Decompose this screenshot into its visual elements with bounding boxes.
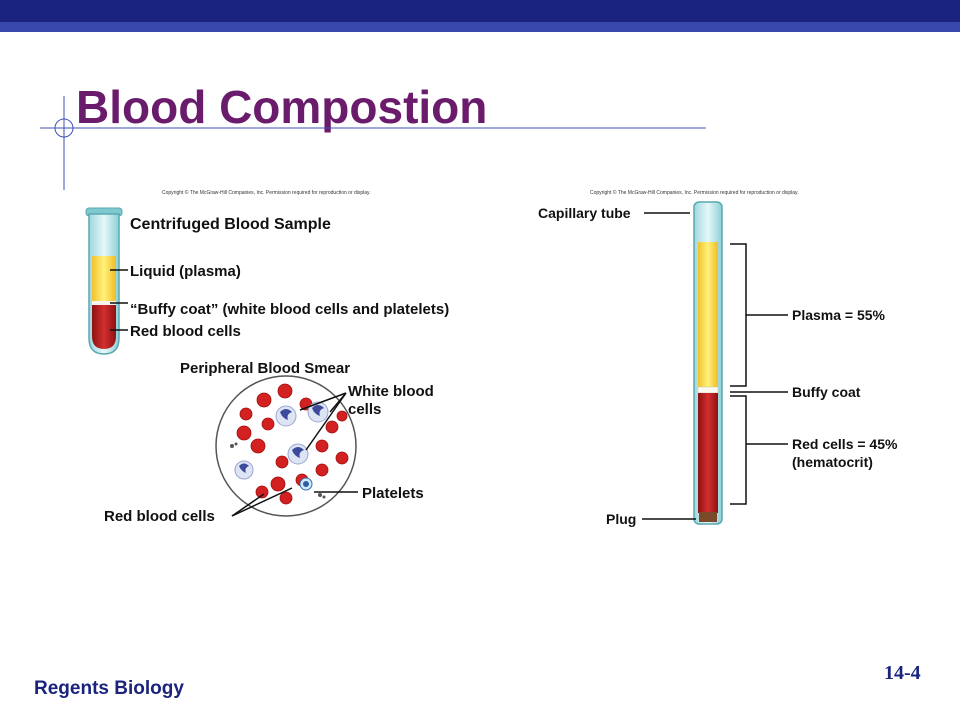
right-copyright: Copyright © The McGraw-Hill Companies, I…: [590, 189, 799, 196]
red-percent-label-line1: Red cells = 45%: [792, 436, 898, 452]
plasma-label: Liquid (plasma): [130, 263, 241, 280]
capillary-red: [698, 393, 718, 513]
red-percent-label-line2: (hematocrit): [792, 454, 873, 470]
capillary-buffy: [697, 386, 719, 394]
buffy-coat-right-label: Buffy coat: [792, 384, 861, 400]
white-cells-label-line1: White blood: [348, 383, 434, 400]
title-decoration: [40, 96, 706, 190]
white-blood-cells: [234, 401, 329, 491]
platelets-label: Platelets: [362, 485, 424, 502]
red-cell-layer: [92, 305, 116, 349]
capillary-tube-label: Capillary tube: [538, 205, 631, 221]
slide-title: Blood Compostion: [76, 81, 488, 133]
buffy-coat-label: “Buffy coat” (white blood cells and plat…: [130, 301, 449, 318]
centrifuged-title: Centrifuged Blood Sample: [130, 216, 331, 233]
blood-smear: Peripheral Blood Smear: [104, 360, 434, 525]
red-cells-label: Red blood cells: [130, 323, 241, 340]
plasma-percent-label: Plasma = 55%: [792, 307, 886, 323]
buffy-layer: [92, 301, 116, 305]
capillary-tube: Copyright © The McGraw-Hill Companies, I…: [538, 189, 898, 527]
capillary-plug: [699, 512, 717, 522]
footer-course: Regents Biology: [34, 678, 184, 699]
smear-red-cells-label: Red blood cells: [104, 508, 215, 525]
plasma-layer: [92, 256, 116, 302]
left-copyright: Copyright © The McGraw-Hill Companies, I…: [162, 189, 371, 196]
plug-label: Plug: [606, 511, 636, 527]
platelets: [230, 442, 326, 499]
centrifuged-tube: Copyright © The McGraw-Hill Companies, I…: [85, 189, 449, 355]
red-blood-cells: [234, 383, 349, 505]
top-banner: [0, 0, 960, 22]
white-cells-label-line2: cells: [348, 401, 381, 418]
smear-title: Peripheral Blood Smear: [180, 360, 350, 377]
page-number: 14-4: [884, 662, 921, 684]
capillary-plasma: [698, 242, 718, 387]
top-banner-stripe: [0, 22, 960, 32]
